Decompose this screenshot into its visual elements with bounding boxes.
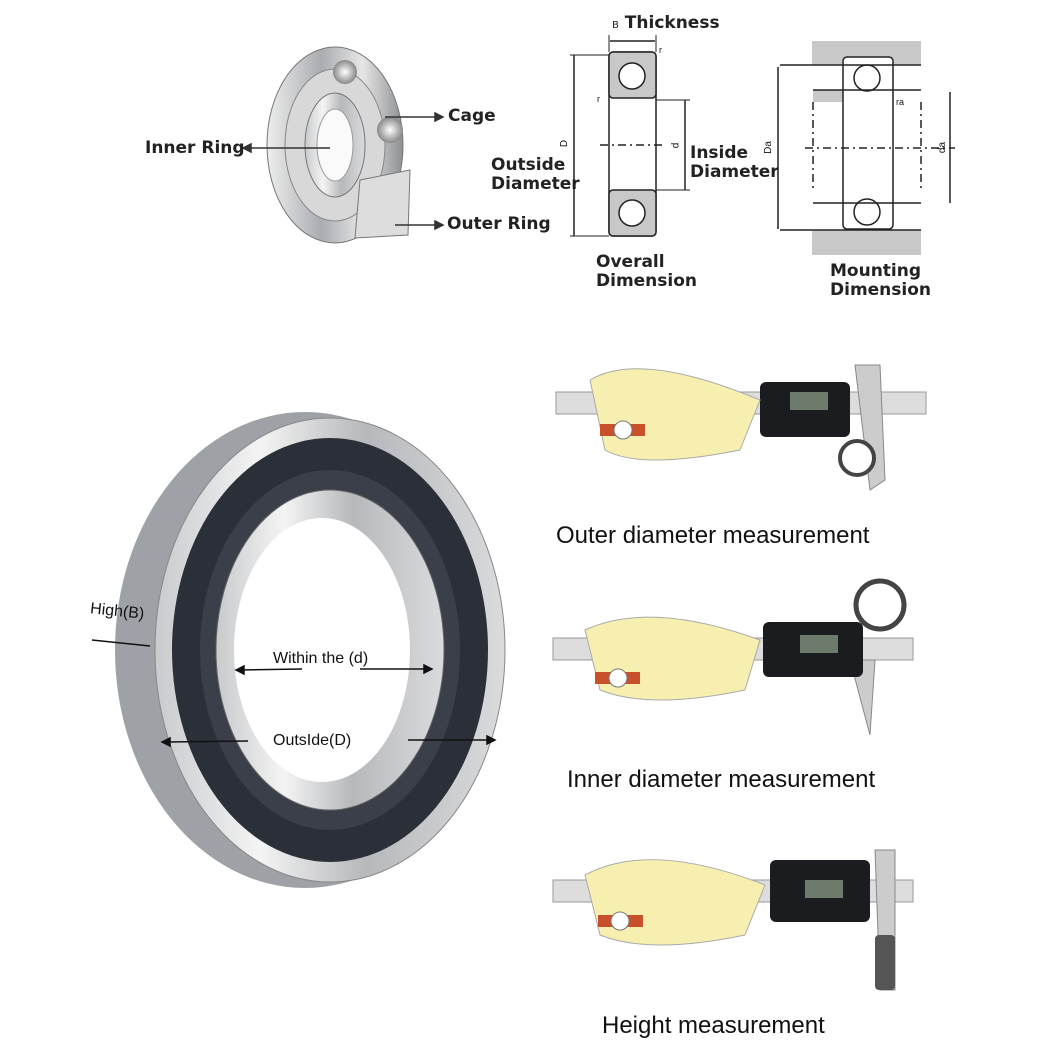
outer-ring-label: Outer Ring [447,214,551,234]
inner-diameter-caption: Inner diameter measurement [567,766,876,793]
symbol-da: da [937,141,949,154]
photo-dimension-arrows [91,639,497,748]
inner-ring-label: Inner Ring [145,138,245,158]
anatomy-leaders [241,111,445,231]
symbol-ra: ra [896,97,905,107]
symbol-Da: Da [762,141,774,154]
overall-dimension-drawing [570,35,690,237]
within-d-label: Within the (d) [273,650,369,667]
symbol-D: D [559,139,571,148]
outer-diameter-caption: Outer diameter measurement [556,522,870,549]
thickness-label: Thickness [624,13,720,33]
bearing-cutaway-illustration [266,46,411,244]
symbol-r-top: r [659,45,662,55]
height-caption: Height measurement [602,1012,825,1039]
outside-d-label: OutsIde(D) [273,732,352,749]
caliper-height [552,849,914,991]
symbol-r-left: r [597,94,600,104]
thickness-symbol: B [612,20,619,31]
caliper-outer-diameter [555,364,927,491]
cage-label: Cage [448,106,496,126]
mounting-dimension-drawing [777,41,955,255]
caliper-inner-diameter [552,578,914,736]
symbol-d: d [670,142,682,149]
sealed-bearing-illustration [115,412,506,888]
